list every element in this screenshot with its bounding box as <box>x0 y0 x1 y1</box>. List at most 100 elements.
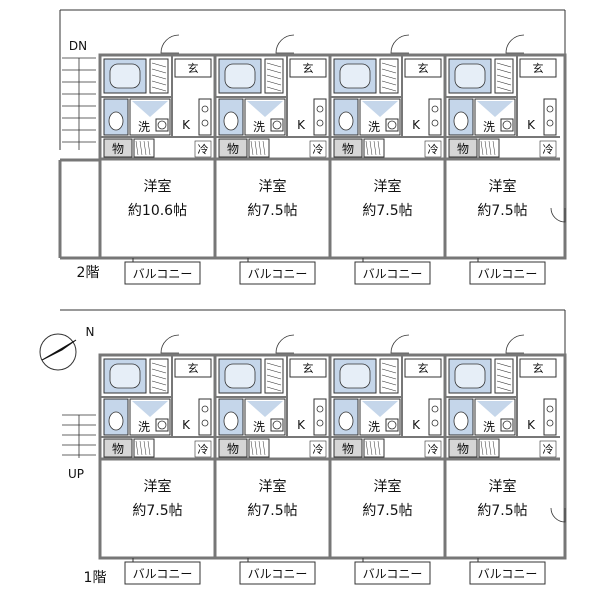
balcony-label: バルコニー <box>248 567 308 581</box>
balcony-label: バルコニー <box>133 267 193 281</box>
kitchen-label: K <box>182 118 191 132</box>
fridge-label: 冷 <box>198 443 209 456</box>
room-label: 洋室 <box>489 478 517 495</box>
kitchen-label: K <box>527 418 536 432</box>
entrance-label: 玄 <box>533 361 544 375</box>
shelf-hatch <box>381 74 397 80</box>
stairs-down-label: DN <box>69 39 87 53</box>
kitchen-counter <box>543 98 557 136</box>
storage-label: 物 <box>112 142 124 156</box>
toilet-bowl <box>108 411 124 431</box>
storage-label: 物 <box>457 142 469 156</box>
washroom-sink-area <box>477 401 513 417</box>
fridge-space <box>194 140 212 158</box>
closet-hatch <box>135 440 139 456</box>
kitchen-counter <box>313 398 327 436</box>
entrance-door-arc <box>505 34 525 54</box>
entrance-area <box>174 358 212 378</box>
balcony <box>239 561 316 585</box>
shelf-hatch <box>151 68 167 74</box>
shelf-hatch <box>151 80 167 86</box>
washing-machine-drum <box>502 420 512 430</box>
closet-hatch <box>365 140 369 156</box>
washroom-label: 洗 <box>138 120 150 134</box>
fridge-space <box>424 140 442 158</box>
fridge-space <box>539 140 557 158</box>
shelf-hatch <box>266 374 282 380</box>
room-label: 洋室 <box>259 478 287 495</box>
entrance-door-arc <box>275 334 295 354</box>
balcony <box>124 561 201 585</box>
closet-hatch <box>143 440 147 456</box>
shelf-hatch <box>151 380 167 386</box>
closet-hatch <box>484 440 488 456</box>
entrance-label: 玄 <box>188 361 199 375</box>
entrance-door-arc <box>160 34 180 54</box>
entrance-area <box>404 58 442 78</box>
room-label: 洋室 <box>489 178 517 195</box>
shelf-hatch <box>496 368 512 374</box>
shelf-hatch <box>496 86 512 92</box>
balcony <box>124 261 201 285</box>
stove-burner <box>201 105 209 113</box>
closet <box>133 438 155 458</box>
closet-hatch <box>488 440 492 456</box>
closet-hatch <box>488 140 492 156</box>
washroom-label: 洗 <box>253 120 265 134</box>
sink-bowl <box>431 119 439 127</box>
compass: N <box>39 325 94 371</box>
closet-hatch <box>480 140 484 156</box>
shelf <box>379 358 399 394</box>
kitchen-counter <box>543 398 557 436</box>
shelf-hatch <box>151 386 167 392</box>
balcony-label: バルコニー <box>478 567 538 581</box>
kitchen-label: K <box>412 418 421 432</box>
washing-machine-drum <box>387 120 397 130</box>
toilet-bowl <box>453 111 469 131</box>
washroom-label: 洗 <box>483 120 495 134</box>
shelf-hatch <box>381 374 397 380</box>
closet-hatch <box>262 140 266 156</box>
shelf-hatch <box>496 80 512 86</box>
kitchen-label: K <box>297 418 306 432</box>
balcony-label: バルコニー <box>478 267 538 281</box>
shelf-hatch <box>496 62 512 68</box>
fridge-label: 冷 <box>543 143 554 156</box>
kitchen-counter <box>198 398 212 436</box>
washroom-label: 洗 <box>368 120 380 134</box>
bathtub-basin <box>224 363 256 389</box>
washroom-label: 洗 <box>138 420 150 434</box>
stairs-up-label: UP <box>68 467 84 481</box>
closet-hatch <box>139 440 143 456</box>
closet <box>478 138 500 158</box>
shelf <box>494 358 514 394</box>
storage <box>103 138 133 158</box>
stove-burner <box>316 105 324 113</box>
shelf-hatch <box>266 86 282 92</box>
shelf <box>379 58 399 94</box>
room-label: 洋室 <box>374 178 402 195</box>
storage-label: 物 <box>342 142 354 156</box>
shelf-hatch <box>151 62 167 68</box>
shelf-hatch <box>381 362 397 368</box>
toilet-bowl <box>338 111 354 131</box>
closet-hatch <box>365 440 369 456</box>
room-size: 約7.5帖 <box>132 503 182 519</box>
shelf <box>494 58 514 94</box>
balcony <box>469 561 546 585</box>
closet <box>248 138 270 158</box>
closet-hatch <box>135 140 139 156</box>
entrance-area <box>289 358 327 378</box>
shelf-hatch <box>266 380 282 386</box>
closet-hatch <box>139 140 143 156</box>
washroom-label: 洗 <box>368 420 380 434</box>
washroom-label: 洗 <box>483 420 495 434</box>
storage <box>448 438 478 458</box>
